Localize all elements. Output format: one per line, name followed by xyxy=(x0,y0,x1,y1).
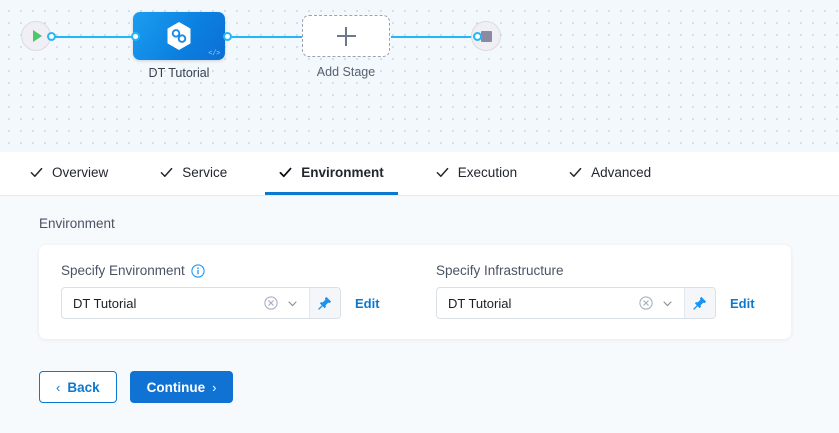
clear-circle-icon[interactable] xyxy=(264,296,278,310)
environment-card: Specify Environment DT Tutorial xyxy=(39,245,791,339)
environment-edit-link[interactable]: Edit xyxy=(355,295,380,311)
check-icon xyxy=(279,166,292,179)
environment-select-value: DT Tutorial xyxy=(73,295,137,311)
stop-icon xyxy=(480,30,492,42)
specify-infrastructure-label-row: Specify Infrastructure xyxy=(436,263,791,278)
specify-environment-label: Specify Environment xyxy=(61,263,185,278)
add-stage-button[interactable] xyxy=(302,15,390,57)
continue-button-label: Continue xyxy=(146,379,206,395)
continue-button[interactable]: Continue › xyxy=(129,371,234,403)
environment-select[interactable]: DT Tutorial xyxy=(61,287,341,319)
pin-icon xyxy=(318,296,332,310)
tab-advanced-label: Advanced xyxy=(591,164,652,180)
add-stage-label: Add Stage xyxy=(316,65,376,79)
tab-execution-label: Execution xyxy=(457,164,518,180)
tab-overview-label: Overview xyxy=(52,164,109,180)
environment-panel: Environment Specify Environment DT Tutor… xyxy=(0,196,839,433)
check-icon xyxy=(30,166,43,179)
chevron-down-icon[interactable] xyxy=(661,297,674,310)
tab-service-label: Service xyxy=(182,164,228,180)
info-icon[interactable] xyxy=(191,263,205,278)
check-icon xyxy=(160,166,173,179)
clear-circle-icon[interactable] xyxy=(639,296,653,310)
check-icon xyxy=(436,166,449,179)
chevron-left-icon: ‹ xyxy=(56,379,61,395)
environment-select-main[interactable]: DT Tutorial xyxy=(62,288,309,318)
back-button-label: Back xyxy=(67,379,100,395)
connector-dot-end-in[interactable] xyxy=(473,31,482,41)
tab-environment-label: Environment xyxy=(301,164,384,180)
chevron-down-icon[interactable] xyxy=(286,297,299,310)
specify-infrastructure-row: DT Tutorial xyxy=(436,287,791,319)
specify-environment-label-row: Specify Environment xyxy=(61,263,416,278)
stage-node-label: DT Tutorial xyxy=(148,66,210,80)
specify-environment-row: DT Tutorial xyxy=(61,287,416,319)
connector-dot-start-out[interactable] xyxy=(47,31,56,41)
tab-advanced[interactable]: Advanced xyxy=(555,152,665,195)
stage-tabbar: Overview Service Environment Execution A… xyxy=(0,152,839,196)
infrastructure-select-main[interactable]: DT Tutorial xyxy=(437,288,684,318)
infrastructure-edit-link[interactable]: Edit xyxy=(730,295,755,311)
pin-icon xyxy=(693,296,707,310)
edge-stage-to-add xyxy=(227,36,302,38)
pipeline-canvas[interactable]: </> DT Tutorial Add Stage xyxy=(0,0,839,152)
harness-hexagon-icon xyxy=(165,21,193,51)
section-title: Environment xyxy=(39,216,115,231)
specify-infrastructure-group: Specify Infrastructure DT Tutorial xyxy=(436,263,791,319)
infrastructure-pin-button[interactable] xyxy=(684,288,715,318)
infrastructure-select[interactable]: DT Tutorial xyxy=(436,287,716,319)
stage-node-dt-tutorial[interactable]: </> xyxy=(133,12,225,60)
specify-environment-group: Specify Environment DT Tutorial xyxy=(61,263,416,319)
infrastructure-select-value: DT Tutorial xyxy=(448,295,512,311)
environment-pin-button[interactable] xyxy=(309,288,340,318)
start-node[interactable] xyxy=(21,21,51,51)
tab-service[interactable]: Service xyxy=(146,152,241,195)
specify-infrastructure-label: Specify Infrastructure xyxy=(436,263,564,278)
tab-execution[interactable]: Execution xyxy=(422,152,531,195)
back-button[interactable]: ‹ Back xyxy=(39,371,117,403)
chevron-right-icon: › xyxy=(212,379,217,395)
connector-dot-stage-out[interactable] xyxy=(223,31,232,41)
check-icon xyxy=(569,166,582,179)
form-footer: ‹ Back Continue › xyxy=(39,371,839,403)
edge-start-to-stage xyxy=(43,36,135,38)
code-glyph-icon: </> xyxy=(208,50,220,58)
tab-overview[interactable]: Overview xyxy=(16,152,122,195)
plus-icon xyxy=(336,26,356,46)
tab-environment[interactable]: Environment xyxy=(265,152,398,195)
connector-dot-stage-in[interactable] xyxy=(131,31,140,41)
edge-add-to-end xyxy=(391,36,477,38)
play-icon xyxy=(33,30,42,42)
